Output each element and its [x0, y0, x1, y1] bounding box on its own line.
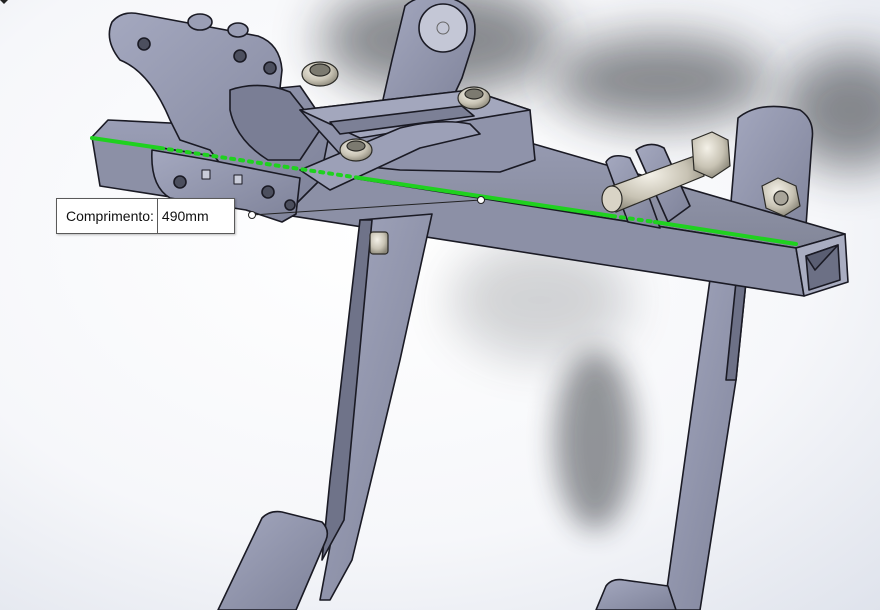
pivot-bolt [601, 153, 705, 213]
bracket-hole [263, 61, 277, 75]
measurement-value-field[interactable]: 490mm [157, 199, 234, 233]
lower-bracket-plate [151, 149, 301, 223]
bracket-hole [137, 37, 151, 51]
bolt-head [339, 138, 373, 162]
hex-nut [761, 177, 801, 217]
bolt-head [457, 86, 491, 110]
selected-edge [90, 136, 798, 246]
pivot-hole [418, 3, 468, 53]
bolt-head [369, 231, 389, 255]
bracket-hole [233, 49, 247, 63]
measurement-label: Comprimento: [57, 199, 158, 233]
hex-nut [691, 131, 731, 179]
brake-pedal-pad [217, 510, 329, 610]
measurement-callout[interactable]: Comprimento: 490mm [56, 198, 235, 234]
dimension-leader [248, 196, 485, 219]
clutch-pedal-pad [595, 578, 677, 610]
cursor-icon [0, 0, 8, 4]
bolt-head [301, 61, 339, 87]
